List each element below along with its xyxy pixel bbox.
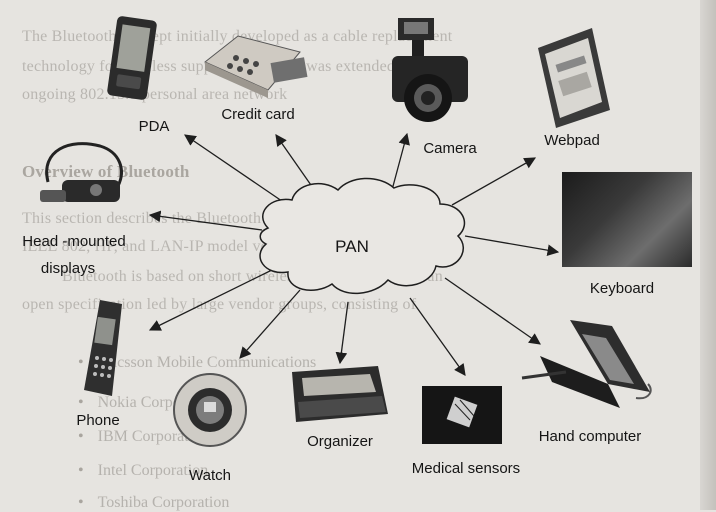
arrow-to-medical-sensors [410,298,465,375]
watch-icon [174,374,246,446]
camera-icon [392,18,468,122]
label-head-mounted-line-1: Head -mounted [22,233,125,251]
label-head-mounted-line-2: displays [41,260,95,278]
arrow-to-organizer [340,302,348,363]
arrow-to-webpad [452,158,535,205]
arrow-to-keyboard [465,236,558,252]
webpad-icon [538,28,610,128]
arrow-to-phone [150,268,276,330]
credit-card-reader-icon [205,36,307,98]
label-medical-sensors: Medical sensors [412,460,520,478]
label-organizer: Organizer [307,433,373,451]
organizer-icon [292,366,388,422]
label-credit-card: Credit card [221,106,294,124]
label-pan: PAN [335,238,369,256]
pan-cloud [260,178,464,293]
label-phone: Phone [76,412,119,430]
hand-computer-icon [522,320,651,408]
keyboard-photo-icon [562,172,692,267]
arrow-to-hand-computer [445,278,540,344]
arrow-to-camera [392,134,407,190]
phone-icon [84,300,122,396]
pda-icon [107,16,158,101]
arrow-to-head-mounted [150,215,262,230]
label-webpad: Webpad [544,132,600,150]
label-hand-computer: Hand computer [539,428,642,446]
label-watch: Watch [189,467,231,485]
label-camera: Camera [423,140,476,158]
medical-sensor-icon [422,386,502,444]
label-pda: PDA [139,118,170,136]
label-keyboard: Keyboard [590,280,654,298]
head-mounted-display-icon [40,144,121,202]
arrow-to-watch [240,290,300,358]
